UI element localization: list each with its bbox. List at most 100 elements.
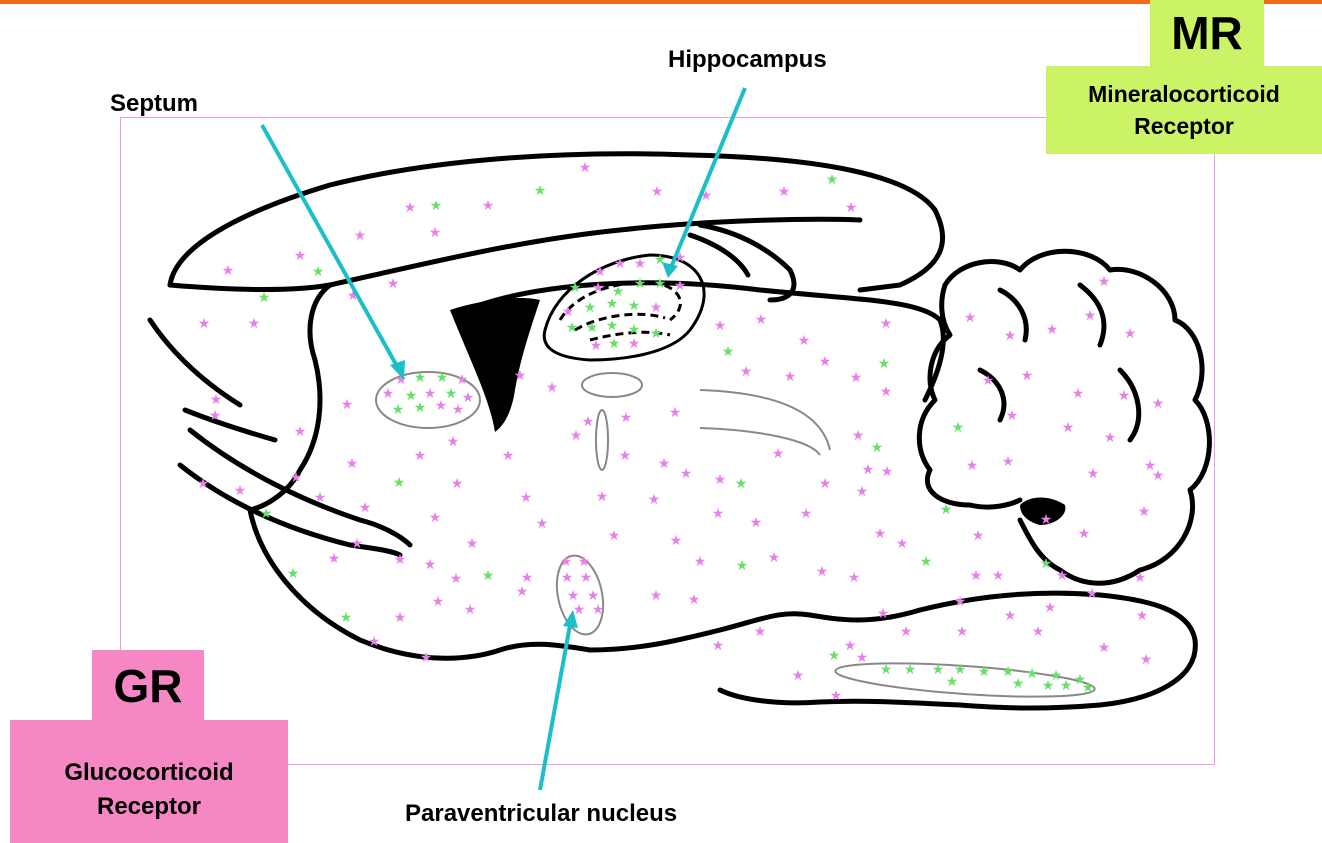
- paraventricular-arrow: [540, 625, 570, 790]
- gr-name-line2: Receptor: [97, 790, 201, 824]
- gr-star: ★: [850, 369, 863, 385]
- gr-star: ★: [1021, 367, 1034, 383]
- mr-star: ★: [392, 401, 405, 417]
- gr-star: ★: [1138, 503, 1151, 519]
- gr-star: ★: [394, 609, 407, 625]
- gr-star: ★: [830, 687, 843, 703]
- mr-star: ★: [340, 609, 353, 625]
- gr-star: ★: [856, 649, 869, 665]
- gr-star: ★: [382, 385, 395, 401]
- mr-star: ★: [482, 567, 495, 583]
- mr-star: ★: [414, 369, 427, 385]
- gr-star: ★: [429, 224, 442, 240]
- gr-star: ★: [614, 255, 627, 271]
- gr-star: ★: [222, 262, 235, 278]
- mr-star: ★: [584, 299, 597, 315]
- mr-star: ★: [722, 343, 735, 359]
- gr-star: ★: [768, 549, 781, 565]
- gr-star: ★: [1004, 607, 1017, 623]
- gr-star: ★: [447, 433, 460, 449]
- gr-star: ★: [1056, 567, 1069, 583]
- striatal-tract-b: [700, 428, 820, 455]
- gr-star: ★: [1040, 511, 1053, 527]
- gr-star: ★: [420, 649, 433, 665]
- mr-star: ★: [312, 263, 325, 279]
- gr-star: ★: [714, 317, 727, 333]
- gr-star: ★: [740, 363, 753, 379]
- gr-star: ★: [210, 391, 223, 407]
- gr-star: ★: [970, 567, 983, 583]
- gr-star: ★: [896, 535, 909, 551]
- gr-star: ★: [1046, 321, 1059, 337]
- gr-star: ★: [628, 335, 641, 351]
- fornix-outline: [582, 373, 642, 397]
- gr-star: ★: [387, 275, 400, 291]
- gr-star: ★: [877, 605, 890, 621]
- gr-star: ★: [546, 379, 559, 395]
- gr-star: ★: [197, 475, 210, 491]
- gr-star: ★: [561, 569, 574, 585]
- pointer-arrows: [262, 88, 745, 790]
- gr-star: ★: [1078, 525, 1091, 541]
- gr-star: ★: [404, 199, 417, 215]
- gr-badge: GR: [92, 650, 204, 722]
- mr-star: ★: [952, 419, 965, 435]
- gr-star: ★: [579, 159, 592, 175]
- gr-star: ★: [1098, 273, 1111, 289]
- mr-star: ★: [586, 319, 599, 335]
- hippocampus-label: Hippocampus: [668, 46, 827, 74]
- gr-star: ★: [956, 623, 969, 639]
- mr-star: ★: [878, 355, 891, 371]
- gr-star: ★: [712, 505, 725, 521]
- gr-star: ★: [429, 509, 442, 525]
- gr-star: ★: [560, 553, 573, 569]
- hippocampus-arrow: [672, 88, 745, 265]
- gr-star: ★: [619, 447, 632, 463]
- gr-star: ★: [658, 455, 671, 471]
- gr-star: ★: [482, 197, 495, 213]
- gr-star: ★: [1098, 639, 1111, 655]
- gr-star: ★: [590, 337, 603, 353]
- gr-star: ★: [754, 623, 767, 639]
- mr-star: ★: [880, 661, 893, 677]
- mr-star: ★: [736, 557, 749, 573]
- mr-star: ★: [828, 647, 841, 663]
- mr-star: ★: [436, 369, 449, 385]
- gr-star: ★: [1072, 385, 1085, 401]
- gr-star: ★: [1140, 651, 1153, 667]
- gr-star: ★: [819, 475, 832, 491]
- mr-star: ★: [258, 289, 271, 305]
- mr-star: ★: [534, 182, 547, 198]
- gr-star: ★: [650, 587, 663, 603]
- gr-star: ★: [848, 569, 861, 585]
- mr-star: ★: [978, 663, 991, 679]
- gr-star: ★: [582, 413, 595, 429]
- gr-star: ★: [248, 315, 261, 331]
- gr-star: ★: [596, 488, 609, 504]
- gr-star: ★: [982, 372, 995, 388]
- gr-star: ★: [712, 637, 725, 653]
- gr-star: ★: [800, 505, 813, 521]
- mr-star: ★: [430, 197, 443, 213]
- mr-legend-box: Mineralocorticoid Receptor: [1046, 66, 1322, 154]
- gr-star: ★: [314, 489, 327, 505]
- gr-star: ★: [992, 567, 1005, 583]
- mr-name-line1: Mineralocorticoid: [1088, 78, 1280, 110]
- septum-arrow: [262, 125, 398, 368]
- mr-star: ★: [260, 505, 273, 521]
- mr-star: ★: [287, 565, 300, 581]
- gr-star: ★: [694, 553, 707, 569]
- mr-star: ★: [606, 295, 619, 311]
- gr-star: ★: [651, 183, 664, 199]
- gr-star: ★: [1136, 607, 1149, 623]
- gr-star: ★: [688, 591, 701, 607]
- gr-star: ★: [862, 461, 875, 477]
- gr-star: ★: [198, 315, 211, 331]
- gr-star: ★: [1002, 453, 1015, 469]
- gr-star: ★: [1006, 407, 1019, 423]
- mr-star: ★: [414, 399, 427, 415]
- mr-star: ★: [735, 475, 748, 491]
- gr-star: ★: [1084, 307, 1097, 323]
- gr-star: ★: [514, 367, 527, 383]
- gr-star: ★: [594, 263, 607, 279]
